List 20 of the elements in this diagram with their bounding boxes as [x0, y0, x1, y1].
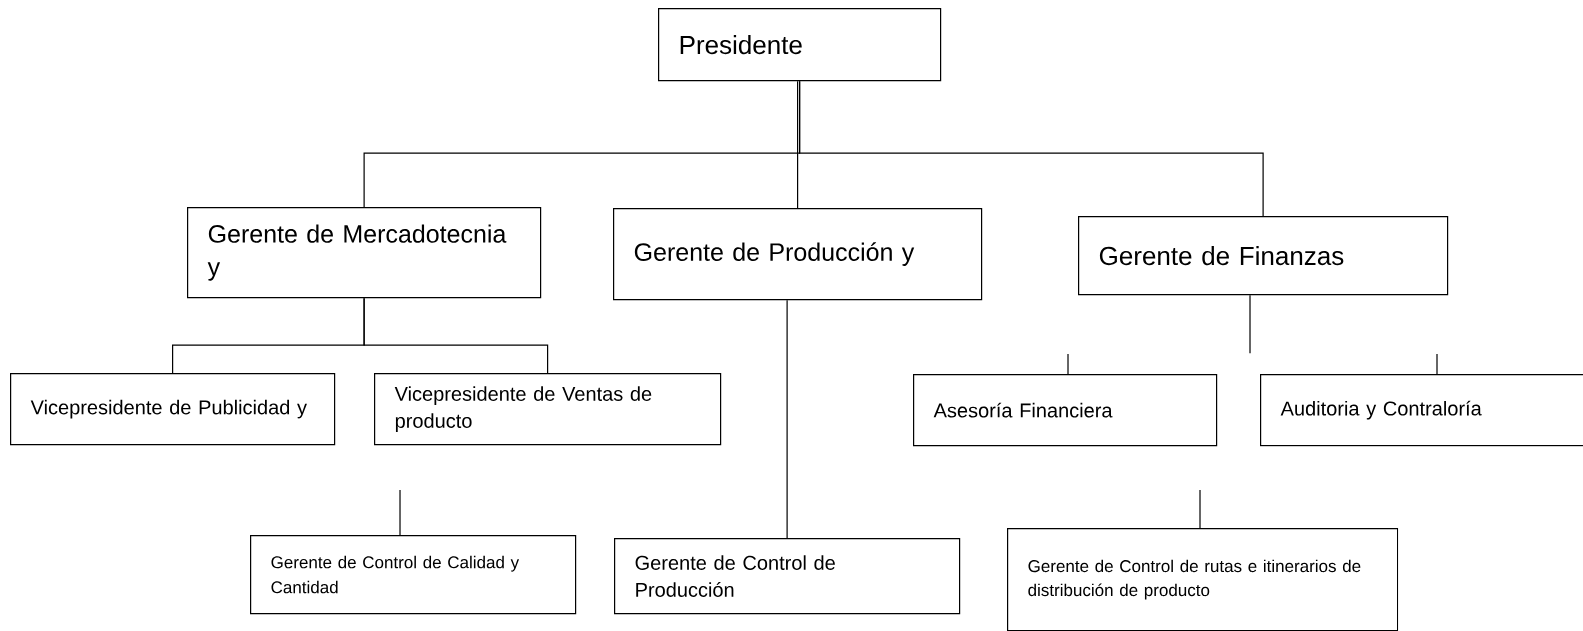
- org-box: Gerente de Control de Calidad y Cantidad: [250, 535, 577, 615]
- connector-line: [799, 80, 1264, 217]
- org-box: Auditoria y Contraloría: [1260, 374, 1583, 447]
- connector-line: [797, 80, 799, 209]
- org-box: Vicepresidente de Publicidad y: [10, 373, 336, 446]
- org-box: Gerente de Finanzas: [1078, 216, 1449, 296]
- org-box: Gerente de Producción y: [613, 208, 983, 301]
- connector-line: [1067, 353, 1069, 375]
- org-box: Presidente: [658, 8, 942, 82]
- connector-line: [786, 299, 788, 539]
- org-box: Gerente de Control de Producción: [614, 538, 961, 615]
- connector-line: [1199, 489, 1201, 529]
- org-box: Gerente de Control de rutas e itinerarios de distribución de producto: [1007, 528, 1399, 631]
- connector-line: [363, 297, 549, 374]
- org-box: Gerente de Mercadotecnia y: [187, 207, 542, 299]
- org-box: Vicepresidente de Ventas de producto: [374, 373, 722, 446]
- connector-line: [1436, 353, 1438, 375]
- connector-line: [1249, 294, 1251, 354]
- org-box: Asesoría Financiera: [913, 374, 1218, 447]
- connector-line: [399, 489, 401, 536]
